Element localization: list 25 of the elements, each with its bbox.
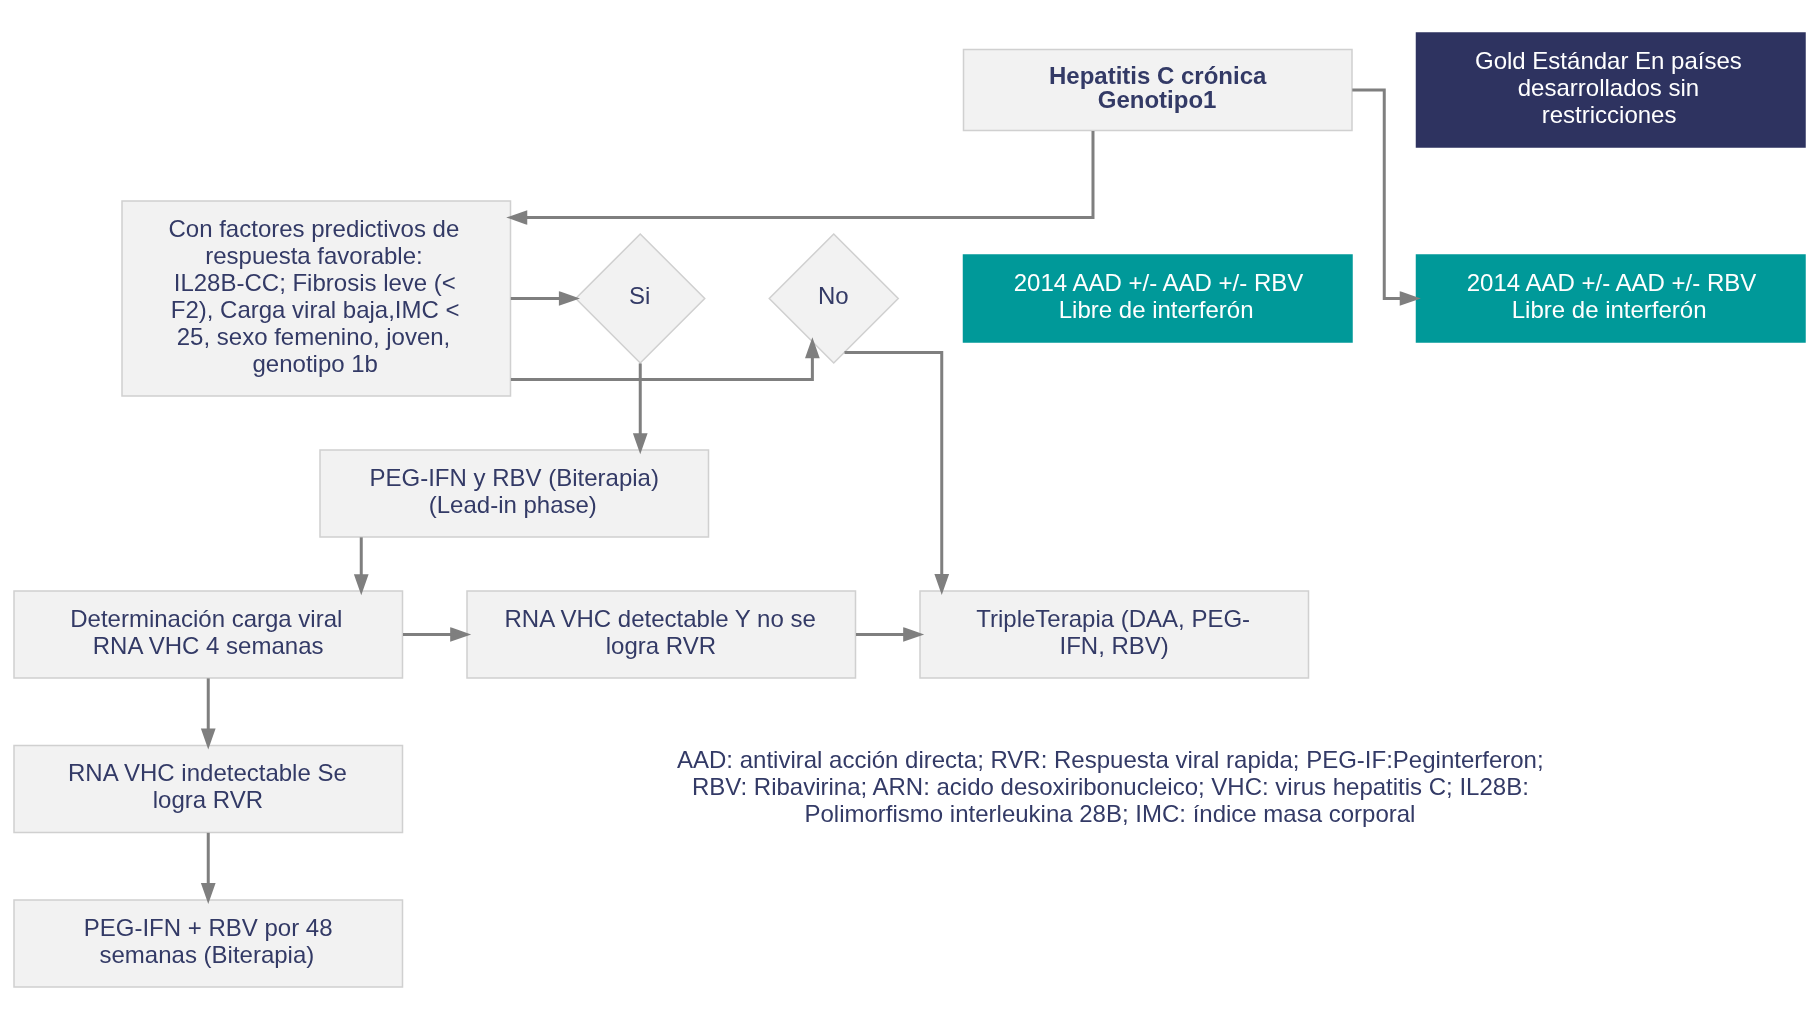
node-box: RNA VHC detectable Y no se logra RVR [466,589,857,679]
node-box: RNA VHC indetectable Se logra RVR [13,744,404,833]
node-box: 2014 AAD +/- AAD +/- RBV Libre de interferón [962,253,1353,343]
arrow [632,362,648,454]
node-box: Determinación carga viral RNA VHC 4 semanas [13,589,404,679]
node-box: Con factores predictivos de respuesta favorable: IL28B-CC; Fibrosis leve (< F2), Carga viral baja,IMC < 25, sexo femenino, joven, genotipo 1b [121,199,512,397]
label: AAD: antiviral acción directa; RVR: Respuesta viral rapida; PEG-IF:Peginterferon; RBV: Ribavirina; ARN: acido desoxiribonucleico; VHC: virus hepatitis C; IL28B: Polimorfismo interleukina 28B; IMC: índice masa corporal [677,745,1544,827]
node-diamond: Si [574,232,706,364]
arrow [844,350,950,595]
arrow [510,290,580,306]
arrow [1352,88,1421,306]
arrow [403,626,472,642]
arrow [510,336,820,381]
node-box: 2014 AAD +/- AAD +/- RBV Libre de interferón [1415,253,1806,343]
node-box: TripleTerapia (DAA, PEG-IFN, RBV) [919,589,1310,679]
node-diamond: No [768,232,900,364]
arrow [200,832,216,904]
node-box: PEG-IFN y RBV (Biterapia) (Lead-in phase) [319,448,710,538]
arrow [506,130,1095,225]
arrow [856,626,925,642]
arrow [200,677,216,750]
node-box: Hepatitis C crónica Genotipo1 [962,48,1353,131]
node-box: Gold Estándar En países desarrollados sin restricciones [1415,31,1806,148]
arrow [353,536,369,595]
node-box: PEG-IFN + RBV por 48 semanas (Biterapia) [13,898,404,988]
